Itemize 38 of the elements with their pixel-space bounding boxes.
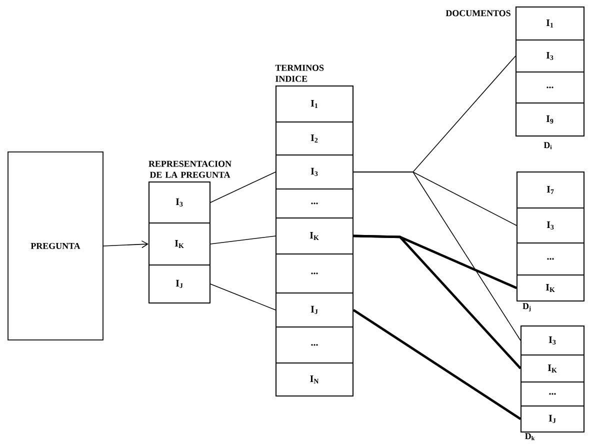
connector-line (103, 240, 149, 248)
term-cell: I$_{J}$ (520, 406, 584, 432)
term-cell: ... (276, 326, 354, 364)
term-cell: ... (516, 242, 584, 276)
term-cell: I$_{1}$ (276, 86, 354, 122)
term-cell: I$_{K}$ (516, 274, 584, 302)
connector-line (353, 172, 521, 341)
connector-line (210, 284, 276, 310)
term-cell: ... (516, 72, 584, 104)
connector-line (353, 234, 522, 370)
stack-heading: D$_{j}$ (522, 303, 531, 312)
term-cell: I$_{3}$ (520, 326, 584, 356)
query-box: PREGUNTA (8, 152, 104, 340)
term-cell: I$_{N}$ (276, 362, 354, 396)
term-cell: I$_{3}$ (516, 208, 584, 244)
term-cell: I$_{3}$ (516, 40, 584, 72)
term-cell: I$_{2}$ (276, 122, 354, 156)
stack-heading: D$_{k}$ (525, 433, 535, 440)
term-cell: ... (276, 188, 354, 218)
term-cell: I$_{1}$ (516, 6, 584, 40)
stack-heading: TERMINOS INDICE (275, 64, 324, 82)
term-cell: I$_{J}$ (148, 264, 210, 304)
term-cell: ... (520, 382, 584, 406)
stack-heading: REPRESENTACION DE LA PREGUNTA (148, 160, 232, 178)
term-cell: I$_{3}$ (276, 154, 354, 190)
term-cell: I$_{3}$ (148, 182, 210, 224)
connector-line (210, 172, 276, 203)
term-cell: ... (276, 254, 354, 294)
stack-heading: D$_{i}$ (544, 142, 552, 150)
term-cell: I$_{K}$ (520, 354, 584, 382)
term-cell: I$_{J}$ (276, 292, 354, 328)
term-cell: I$_{K}$ (276, 218, 354, 254)
term-cell: I$_{K}$ (148, 222, 210, 266)
connector-line (352, 308, 522, 420)
term-cell: I$_{9}$ (516, 102, 584, 136)
connector-line (210, 236, 276, 244)
term-cell: I$_{7}$ (516, 172, 584, 208)
section-heading: DOCUMENTOS (446, 10, 510, 16)
